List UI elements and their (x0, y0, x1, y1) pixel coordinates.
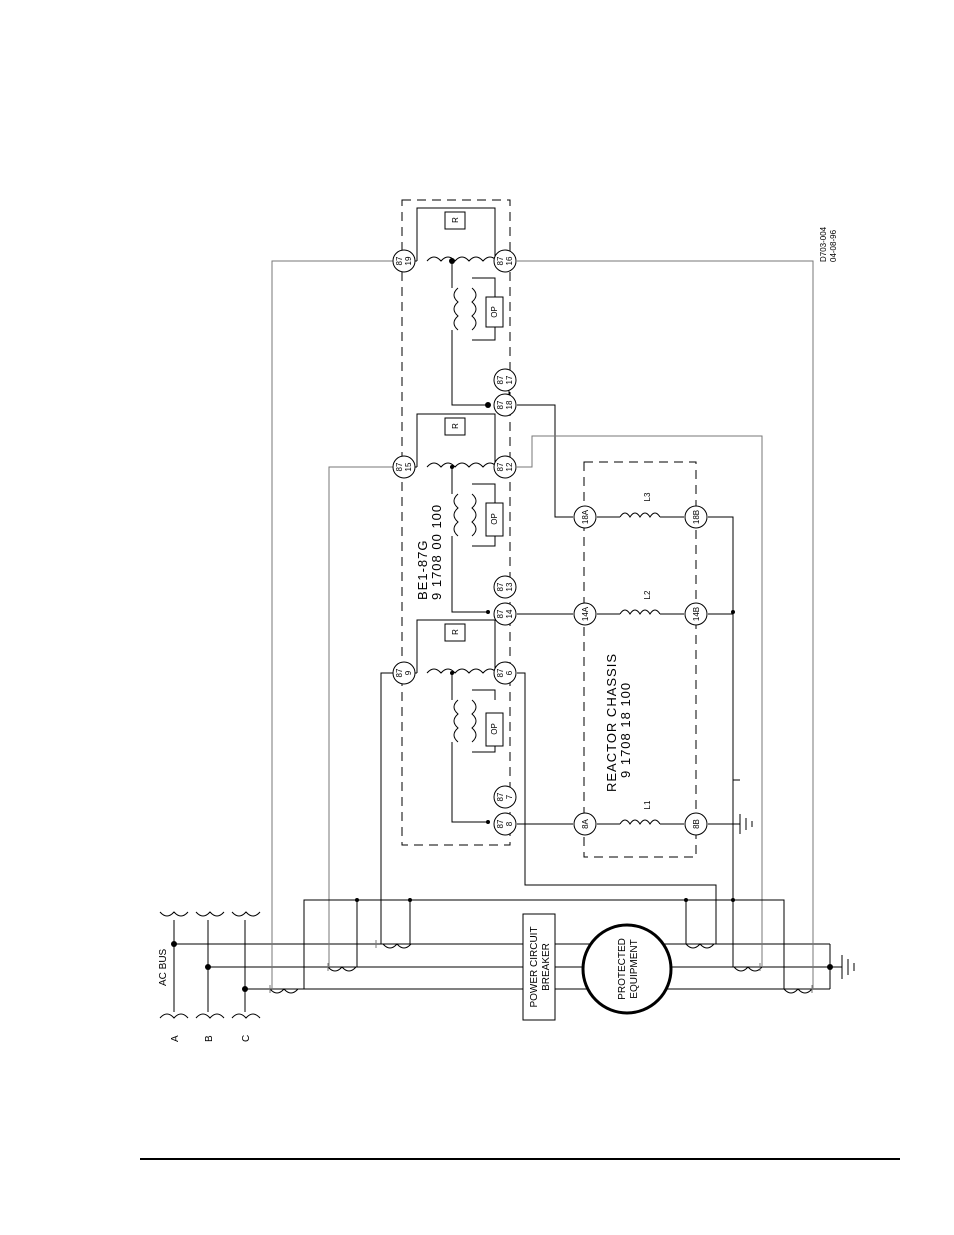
element-labels: R R R OP OP OP (451, 217, 499, 735)
operate-label-b: OP (490, 513, 499, 525)
relay-terminal-87-7: 87 7 (494, 786, 516, 808)
relay-terminal-87-6: 87 6 (494, 662, 516, 684)
equipment-label-line-2: EQUIPMENT (629, 939, 640, 998)
svg-text:12: 12 (505, 462, 514, 471)
svg-text:8B: 8B (692, 819, 701, 829)
svg-text:9: 9 (404, 670, 413, 675)
phase-c-label: C (241, 1035, 252, 1042)
relay-terminal-87-14: 87 14 (494, 603, 516, 625)
operate-label-c: OP (490, 306, 499, 318)
relay-name: BE1-87G (415, 540, 430, 600)
svg-text:16: 16 (505, 256, 514, 265)
relay-element-phase-b (397, 414, 505, 612)
relay-part-number: 9 1708 00 100 (429, 504, 444, 600)
breaker-label-line-1: POWER CIRCUIT (529, 926, 540, 1007)
reactor-terminal-18b: 18B (685, 506, 707, 528)
drawing-number: D703-004 (819, 226, 828, 262)
inductor-l3-label: L3 (643, 492, 652, 501)
restraint-label-a: R (451, 629, 460, 635)
current-transformers-neutral-side (686, 944, 812, 993)
svg-text:87: 87 (395, 462, 404, 471)
reactor-name: REACTOR CHASSIS (604, 653, 619, 792)
svg-text:14: 14 (505, 609, 514, 618)
protected-equipment: PROTECTED EQUIPMENT (583, 925, 671, 1013)
svg-text:87: 87 (395, 668, 404, 677)
svg-text:87: 87 (395, 256, 404, 265)
neutral-ground-symbol (827, 944, 854, 989)
ac-bus: AC BUS A B C (158, 912, 260, 1042)
svg-text:13: 13 (505, 582, 514, 591)
svg-text:87: 87 (496, 582, 505, 591)
drawing-reference: D703-004 04-08-96 (819, 226, 838, 262)
reactor-terminal-14b: 14B (685, 603, 707, 625)
svg-text:18B: 18B (692, 510, 701, 524)
restraint-label-b: R (451, 423, 460, 429)
svg-text:87: 87 (496, 256, 505, 265)
relay-element-phase-c (397, 208, 505, 405)
svg-text:87: 87 (496, 819, 505, 828)
svg-text:87: 87 (496, 792, 505, 801)
reactor-part-number: 9 1708 18 100 (618, 682, 633, 778)
svg-text:87: 87 (496, 375, 505, 384)
equipment-label-line-1: PROTECTED (617, 938, 628, 1000)
reactor-terminal-8a: 8A (574, 813, 596, 835)
operate-label-a: OP (490, 723, 499, 735)
relay-terminal-87-15: 87 15 (393, 456, 415, 478)
relay-terminal-87-12: 87 12 (494, 456, 516, 478)
svg-text:7: 7 (505, 794, 514, 799)
svg-text:14B: 14B (692, 607, 701, 621)
svg-text:14A: 14A (581, 606, 590, 621)
svg-text:18: 18 (505, 400, 514, 409)
reactor-terminal-14a: 14A (574, 603, 596, 625)
relay-terminal-87-8: 87 8 (494, 813, 516, 835)
svg-text:17: 17 (505, 375, 514, 384)
svg-text:15: 15 (404, 462, 413, 471)
svg-text:8A: 8A (581, 818, 590, 828)
svg-text:18A: 18A (581, 509, 590, 524)
svg-text:87: 87 (496, 609, 505, 618)
restraint-label-c: R (451, 217, 460, 223)
svg-text:87: 87 (496, 668, 505, 677)
svg-text:19: 19 (404, 256, 413, 265)
reactor-terminal-8b: 8B (685, 813, 707, 835)
relay-terminal-87-18: 87 18 (494, 394, 516, 416)
drawing-date: 04-08-96 (829, 229, 838, 262)
svg-text:6: 6 (505, 670, 514, 675)
relay-terminal-87-13: 87 13 (494, 576, 516, 598)
page-footer-rule (140, 1158, 900, 1160)
phase-b-label: B (204, 1035, 215, 1042)
inductor-l2-label: L2 (643, 590, 652, 599)
relay-terminal-87-17: 87 17 (494, 369, 516, 391)
reactor-terminals: 8A 8B 14A 14B 18A 18B (574, 506, 707, 835)
reactor-terminal-18a: 18A (574, 506, 596, 528)
ac-bus-label: AC BUS (158, 948, 169, 986)
relay-terminal-87-9: 87 9 (393, 662, 415, 684)
relay-terminal-87-19: 87 19 (393, 250, 415, 272)
phase-a-label: A (170, 1035, 181, 1042)
breaker-label-line-2: BREAKER (541, 943, 552, 991)
svg-text:87: 87 (496, 462, 505, 471)
reactor-chassis: REACTOR CHASSIS 9 1708 18 100 (584, 462, 696, 857)
relay-terminals: 87 8 87 7 87 9 87 6 87 14 87 13 87 15 87… (393, 250, 516, 835)
relay-terminal-87-16: 87 16 (494, 250, 516, 272)
power-circuit-breaker: POWER CIRCUIT BREAKER (523, 914, 555, 1020)
svg-text:87: 87 (496, 400, 505, 409)
inductor-l1-label: L1 (643, 800, 652, 809)
interconnect-wiring (272, 261, 813, 989)
svg-text:8: 8 (505, 821, 514, 826)
relay-element-phase-a (397, 620, 505, 822)
